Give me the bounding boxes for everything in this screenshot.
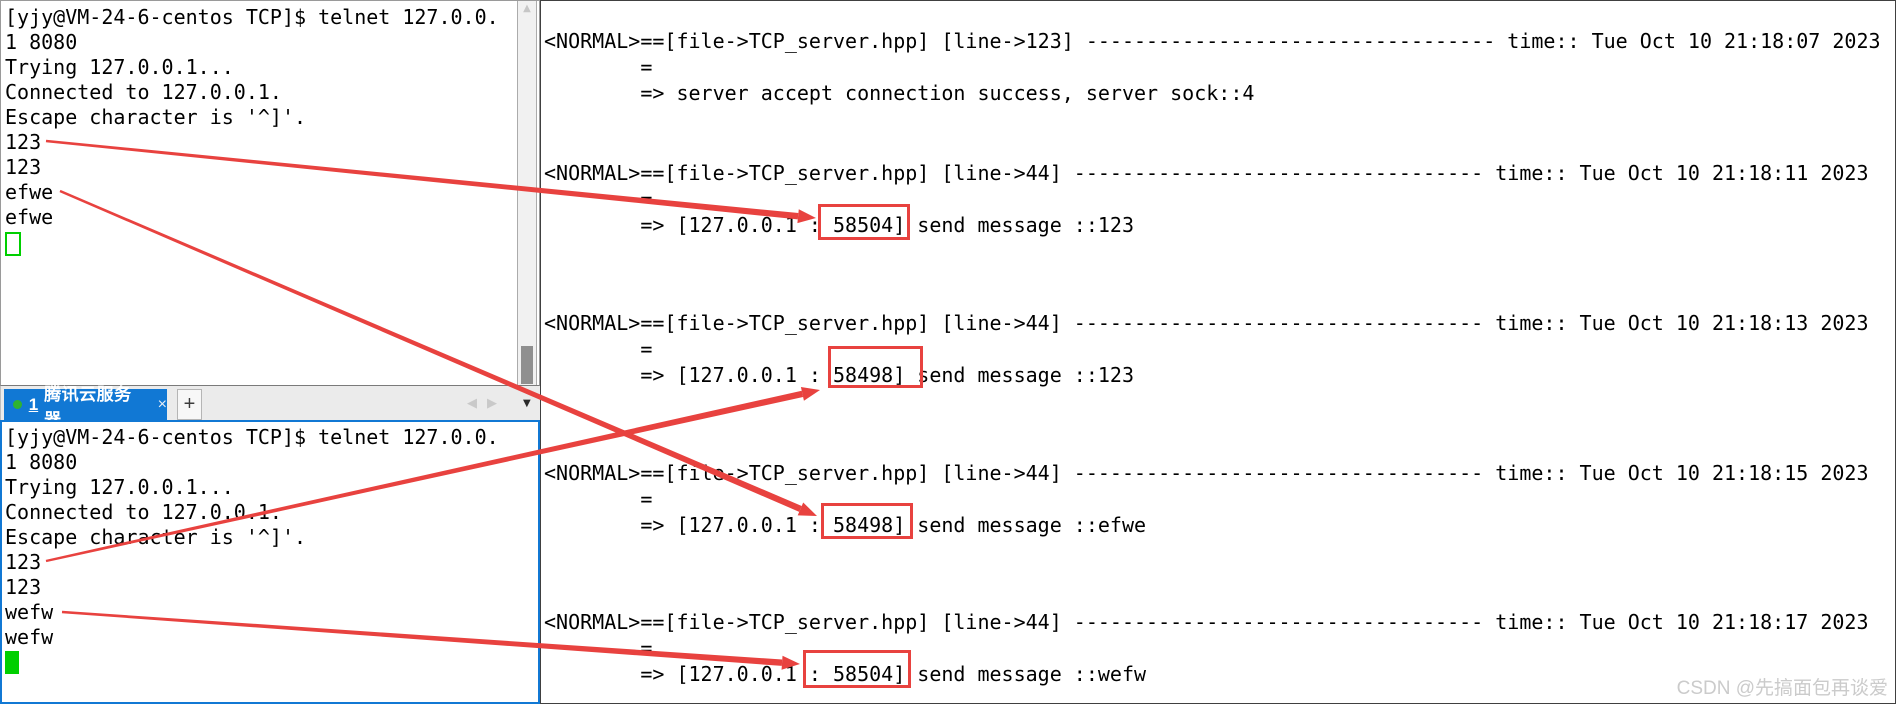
client-terminal-bottom[interactable]: [yjy@VM-24-6-centos TCP]$ telnet 127.0.0…	[0, 420, 540, 704]
terminal-line: Escape character is '^]'.	[5, 105, 307, 129]
log-block: <NORMAL>==[file->TCP_server.hpp] [line->…	[544, 460, 1895, 538]
terminal-line: Connected to 127.0.0.1.	[5, 500, 282, 524]
terminal-line: efwe	[5, 205, 54, 229]
tab-status-dot-icon	[13, 400, 22, 409]
log-continuation: =	[544, 487, 653, 511]
log-message: => server accept connection success, ser…	[544, 81, 1255, 105]
tab-tencent-cloud-server[interactable]: 1 腾讯云服务器 ×	[4, 385, 167, 429]
highlight-box-port-58498	[828, 346, 923, 388]
terminal-line: [yjy@VM-24-6-centos TCP]$ telnet 127.0.0…	[5, 425, 499, 449]
terminal-line: Trying 127.0.0.1...	[5, 475, 234, 499]
log-continuation: =	[544, 187, 653, 211]
terminal-line: 1 8080	[5, 30, 78, 54]
terminal-line: Trying 127.0.0.1...	[5, 55, 234, 79]
log-header: <NORMAL>==[file->TCP_server.hpp] [line->…	[544, 461, 1869, 485]
log-continuation: =	[544, 55, 653, 79]
terminal-cursor-focused	[5, 651, 19, 674]
terminal-line: 123	[5, 155, 42, 179]
server-log-panel[interactable]: <NORMAL>==[file->TCP_server.hpp] [line->…	[540, 0, 1896, 704]
watermark: CSDN @先搞面包再谈爱	[1676, 678, 1888, 699]
scroll-up-icon[interactable]: ▲	[523, 3, 531, 14]
log-block: <NORMAL>==[file->TCP_server.hpp] [line->…	[544, 28, 1895, 106]
terminal-line: wefw	[5, 600, 54, 624]
terminal-output-bottom: [yjy@VM-24-6-centos TCP]$ telnet 127.0.0…	[5, 425, 534, 674]
log-header: <NORMAL>==[file->TCP_server.hpp] [line->…	[544, 29, 1881, 53]
scrollbar-thumb[interactable]	[521, 346, 533, 384]
new-tab-button[interactable]: +	[177, 389, 202, 420]
highlight-box-port-58498	[821, 503, 913, 539]
terminal-line: efwe	[5, 180, 54, 204]
terminal-line: Escape character is '^]'.	[5, 525, 307, 549]
tab-scroll-right-icon[interactable]: ▶	[487, 396, 497, 411]
terminal-line: 123	[5, 575, 42, 599]
log-header: <NORMAL>==[file->TCP_server.hpp] [line->…	[544, 610, 1869, 634]
scrollbar[interactable]: ▲	[517, 1, 537, 385]
tab-bar: 1 腾讯云服务器 × + ◀ ▶ ▼	[0, 385, 540, 429]
tab-close-icon[interactable]: ×	[157, 395, 167, 413]
terminal-line: wefw	[5, 625, 54, 649]
client-terminal-top[interactable]: [yjy@VM-24-6-centos TCP]$ telnet 127.0.0…	[0, 0, 540, 386]
log-message: => [127.0.0.1 : 58498] send message ::12…	[544, 363, 1135, 387]
highlight-box-port-58504	[818, 204, 910, 240]
log-continuation: =	[544, 636, 653, 660]
log-header: <NORMAL>==[file->TCP_server.hpp] [line->…	[544, 161, 1869, 185]
terminal-line: 123	[5, 130, 42, 154]
log-continuation: =	[544, 337, 653, 361]
terminal-line: 1 8080	[5, 450, 78, 474]
log-block: <NORMAL>==[file->TCP_server.hpp] [line->…	[544, 160, 1895, 238]
log-message: => [127.0.0.1 : 58504] send message ::we…	[544, 662, 1147, 686]
terminal-line: Connected to 127.0.0.1.	[5, 80, 282, 104]
terminal-output-top: [yjy@VM-24-6-centos TCP]$ telnet 127.0.0…	[5, 5, 515, 256]
log-block: <NORMAL>==[file->TCP_server.hpp] [line->…	[544, 310, 1895, 388]
log-message: => [127.0.0.1 : 58504] send message ::12…	[544, 213, 1135, 237]
tab-index-label: 1	[28, 394, 39, 414]
log-message: => [127.0.0.1 : 58498] send message ::ef…	[544, 513, 1147, 537]
log-header: <NORMAL>==[file->TCP_server.hpp] [line->…	[544, 311, 1869, 335]
highlight-box-port-58504	[803, 650, 911, 688]
terminal-cursor-unfocused	[5, 232, 21, 256]
terminal-line: [yjy@VM-24-6-centos TCP]$ telnet 127.0.0…	[5, 5, 499, 29]
tab-scroll-left-icon[interactable]: ◀	[467, 396, 477, 411]
terminal-line: 123	[5, 550, 42, 574]
tab-list-dropdown-icon[interactable]: ▼	[523, 398, 531, 409]
